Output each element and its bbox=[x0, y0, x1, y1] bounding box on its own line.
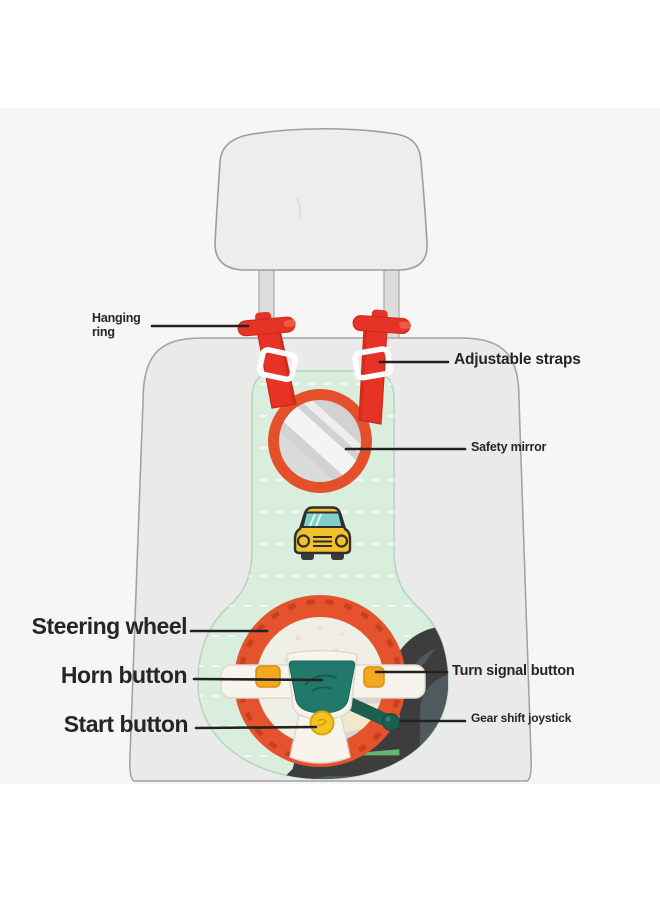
hanging-ring-right-icon bbox=[352, 309, 412, 335]
turn-signal-button-right-icon bbox=[363, 666, 385, 688]
straps bbox=[237, 309, 412, 425]
steering-wheel-icon bbox=[220, 595, 426, 767]
callout-line-start-button bbox=[194, 725, 318, 730]
label-start-button: Start button bbox=[63, 711, 189, 737]
label-gear-shift-joystick: Gear shift joystick bbox=[471, 711, 572, 725]
callout-lines bbox=[150, 324, 467, 730]
hanging-ring-left-icon bbox=[237, 311, 296, 337]
label-turn-signal-button: Turn signal button bbox=[452, 663, 575, 679]
strap-buckle-left bbox=[256, 347, 298, 383]
label-horn-button: Horn button bbox=[60, 662, 188, 688]
strap-right bbox=[352, 328, 393, 425]
start-button-icon bbox=[309, 710, 335, 736]
label-hanging-ring: Hanging ring bbox=[92, 311, 141, 340]
strap-buckle-right bbox=[352, 346, 393, 381]
label-steering-wheel: Steering wheel bbox=[31, 613, 188, 639]
turn-signal-button-left-icon bbox=[255, 665, 281, 688]
label-safety-mirror: Safety mirror bbox=[471, 440, 547, 454]
headrest bbox=[214, 127, 428, 271]
label-adjustable-straps: Adjustable straps bbox=[454, 351, 581, 368]
safety-mirror-icon bbox=[268, 389, 372, 493]
toy-car-icon bbox=[293, 506, 352, 560]
horn-button-icon bbox=[286, 649, 358, 720]
callout-line-horn-button bbox=[192, 677, 324, 682]
